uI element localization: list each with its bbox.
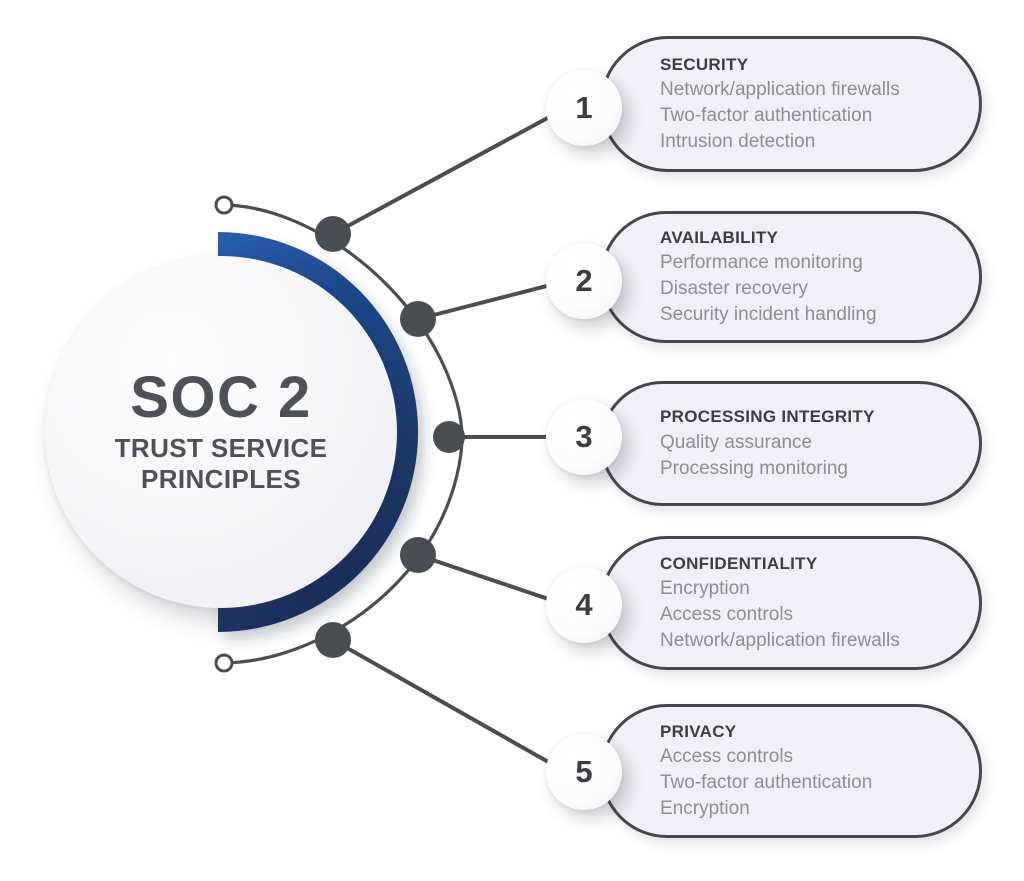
principle-card-availability[interactable]: AVAILABILITY Performance monitoring Disa… [600,211,982,343]
arc-node-2-icon [400,301,436,337]
step-badge-4[interactable]: 4 [546,567,622,643]
card-line: Intrusion detection [660,131,816,153]
arc-endpoint-bottom-icon [214,653,234,673]
connector-line-5 [332,638,567,774]
arc-node-3-icon [433,421,465,453]
principle-card-confidentiality[interactable]: CONFIDENTIALITY Encryption Access contro… [600,536,982,670]
step-badge-1[interactable]: 1 [546,70,622,146]
card-body-availability: AVAILABILITY Performance monitoring Disa… [603,226,979,329]
step-badge-number: 5 [575,754,593,789]
card-body-confidentiality: CONFIDENTIALITY Encryption Access contro… [603,552,979,655]
hub-subtitle-line-1: TRUST SERVICE [114,433,328,464]
card-title-availability: AVAILABILITY [660,227,779,247]
hub-text-block: SOC 2 TRUST SERVICE PRINCIPLES [45,256,397,608]
card-title-security: SECURITY [660,54,749,74]
card-line: Access controls [660,746,794,768]
card-line: Two-factor authentication [660,772,873,794]
card-line: Disaster recovery [660,278,808,300]
step-badge-number: 3 [575,419,593,454]
card-line: Encryption [660,578,750,600]
step-badge-2[interactable]: 2 [546,243,622,319]
card-line: Encryption [660,798,750,820]
card-title-processing-integrity: PROCESSING INTEGRITY [660,407,875,427]
card-line: Security incident handling [660,304,877,326]
arc-node-4-icon [400,537,436,573]
card-line: Access controls [660,604,794,626]
principle-card-processing-integrity[interactable]: PROCESSING INTEGRITY Quality assurance P… [600,381,982,506]
step-badge-3[interactable]: 3 [546,399,622,475]
card-line: Performance monitoring [660,252,863,274]
card-body-security: SECURITY Network/application firewalls T… [603,53,979,156]
connector-line-1 [332,106,567,236]
connector-line-2 [417,279,567,321]
card-body-processing-integrity: PROCESSING INTEGRITY Quality assurance P… [603,405,979,482]
arc-node-5-icon [315,622,351,658]
arc-node-1-icon [315,216,351,252]
step-badge-number: 4 [575,587,593,622]
connector-line-4 [417,553,567,607]
card-line: Quality assurance [660,431,813,453]
arc-endpoint-top-icon [214,195,234,215]
card-body-privacy: PRIVACY Access controls Two-factor authe… [603,720,979,823]
hub-main-title: SOC 2 [130,365,312,431]
principle-card-security[interactable]: SECURITY Network/application firewalls T… [600,36,982,172]
card-line: Network/application firewalls [660,630,900,652]
card-line: Network/application firewalls [660,79,900,101]
card-title-confidentiality: CONFIDENTIALITY [660,553,818,573]
card-line: Processing monitoring [660,457,848,479]
step-badge-number: 2 [575,263,593,298]
hub-subtitle: TRUST SERVICE PRINCIPLES [115,433,328,494]
hub-subtitle-line-2: PRINCIPLES [140,464,301,494]
card-title-privacy: PRIVACY [660,721,737,741]
step-badge-number: 1 [575,90,593,125]
principle-card-privacy[interactable]: PRIVACY Access controls Two-factor authe… [600,704,982,838]
step-badge-5[interactable]: 5 [546,734,622,810]
card-line: Two-factor authentication [660,105,873,127]
